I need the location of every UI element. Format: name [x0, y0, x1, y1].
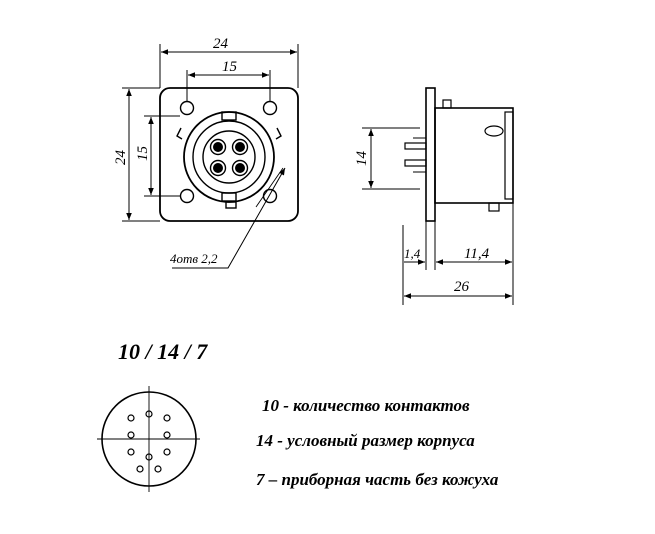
legend-housing-size: 14 - условный размер корпуса	[256, 431, 475, 450]
side-flange	[425, 87, 436, 222]
mount-hole-tl	[179, 100, 195, 116]
contact-layout	[97, 386, 200, 492]
side-dimensions	[362, 127, 514, 305]
dim-inner-width: 15	[222, 59, 238, 75]
dim-outer-width: 24	[213, 36, 229, 52]
holes-leader	[172, 167, 286, 269]
legend-contacts: 10 - количество контактов	[262, 396, 470, 415]
dim-inner-height: 15	[135, 146, 151, 162]
side-view	[404, 87, 514, 222]
legend-instrument-part: 7 – приборная часть без кожуха	[256, 470, 499, 489]
connector-mid-ring	[192, 120, 266, 194]
contact-pins	[213, 142, 245, 173]
designation-code: 10 / 14 / 7	[118, 339, 208, 364]
connector-outer-ring	[183, 111, 275, 203]
dim-body: 11,4	[464, 246, 490, 262]
front-dimensions	[122, 44, 299, 269]
mount-hole-bl	[179, 188, 195, 204]
dim-total: 26	[454, 279, 470, 295]
dim-side-height: 14	[354, 151, 370, 167]
front-view	[159, 87, 299, 222]
side-body	[434, 107, 514, 204]
dim-outer-height: 24	[113, 150, 129, 166]
mount-hole-br	[262, 188, 278, 204]
flange-outline	[159, 87, 299, 222]
contact-layout-pins	[127, 410, 171, 473]
connector-insert	[202, 130, 256, 184]
dim-flange: 1,4	[404, 246, 421, 261]
holes-callout: 4отв 2,2	[170, 251, 218, 266]
mount-hole-tr	[262, 100, 278, 116]
